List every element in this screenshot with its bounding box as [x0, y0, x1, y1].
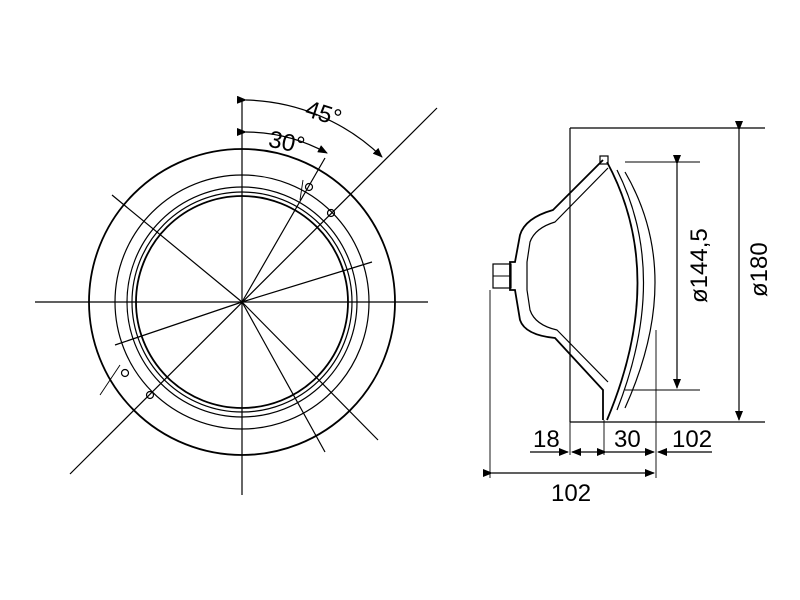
screw-top-right-2: [326, 208, 336, 218]
radial-line-lower-right-short: [241, 301, 326, 453]
diagonal-45-line: [69, 107, 438, 475]
screw-tick-1: [299, 179, 304, 201]
angle-45-arc: [236, 95, 383, 158]
screw-bottom-left-1: [120, 368, 130, 378]
reflector-body: [509, 159, 604, 420]
front-view: 45° 30°: [35, 95, 438, 495]
radial-line-lower-right: [241, 301, 379, 441]
lens-rim-curve: [624, 171, 656, 409]
dim-total-label: 102: [551, 480, 591, 507]
dim-b-label: 30: [614, 426, 641, 453]
radial-line-left-lower: [114, 301, 243, 346]
side-view: ø144,5 ø180 18 30 102 102: [483, 121, 773, 507]
reflector-inner: [526, 167, 609, 383]
top-clip: [599, 155, 609, 165]
angle-45-label: 45°: [302, 96, 345, 133]
radial-line-upper-left: [111, 194, 243, 303]
lens-front-curve: [606, 161, 639, 421]
angle-30-label: 30°: [266, 126, 307, 160]
dim-outer-diameter-label: ø180: [746, 242, 773, 297]
screw-tick-2: [99, 364, 121, 396]
dim-c-label: 102: [672, 426, 712, 453]
dim-a-label: 18: [533, 426, 560, 453]
lens-inner-curve: [616, 169, 645, 411]
radial-line-right-upper: [241, 261, 373, 303]
angle-30-arc: [236, 127, 328, 154]
screw-top-right-1: [304, 182, 314, 192]
diagonal-30-line: [241, 157, 326, 303]
dim-lens-diameter-label: ø144,5: [686, 228, 713, 303]
screw-bottom-left-2: [145, 390, 155, 400]
